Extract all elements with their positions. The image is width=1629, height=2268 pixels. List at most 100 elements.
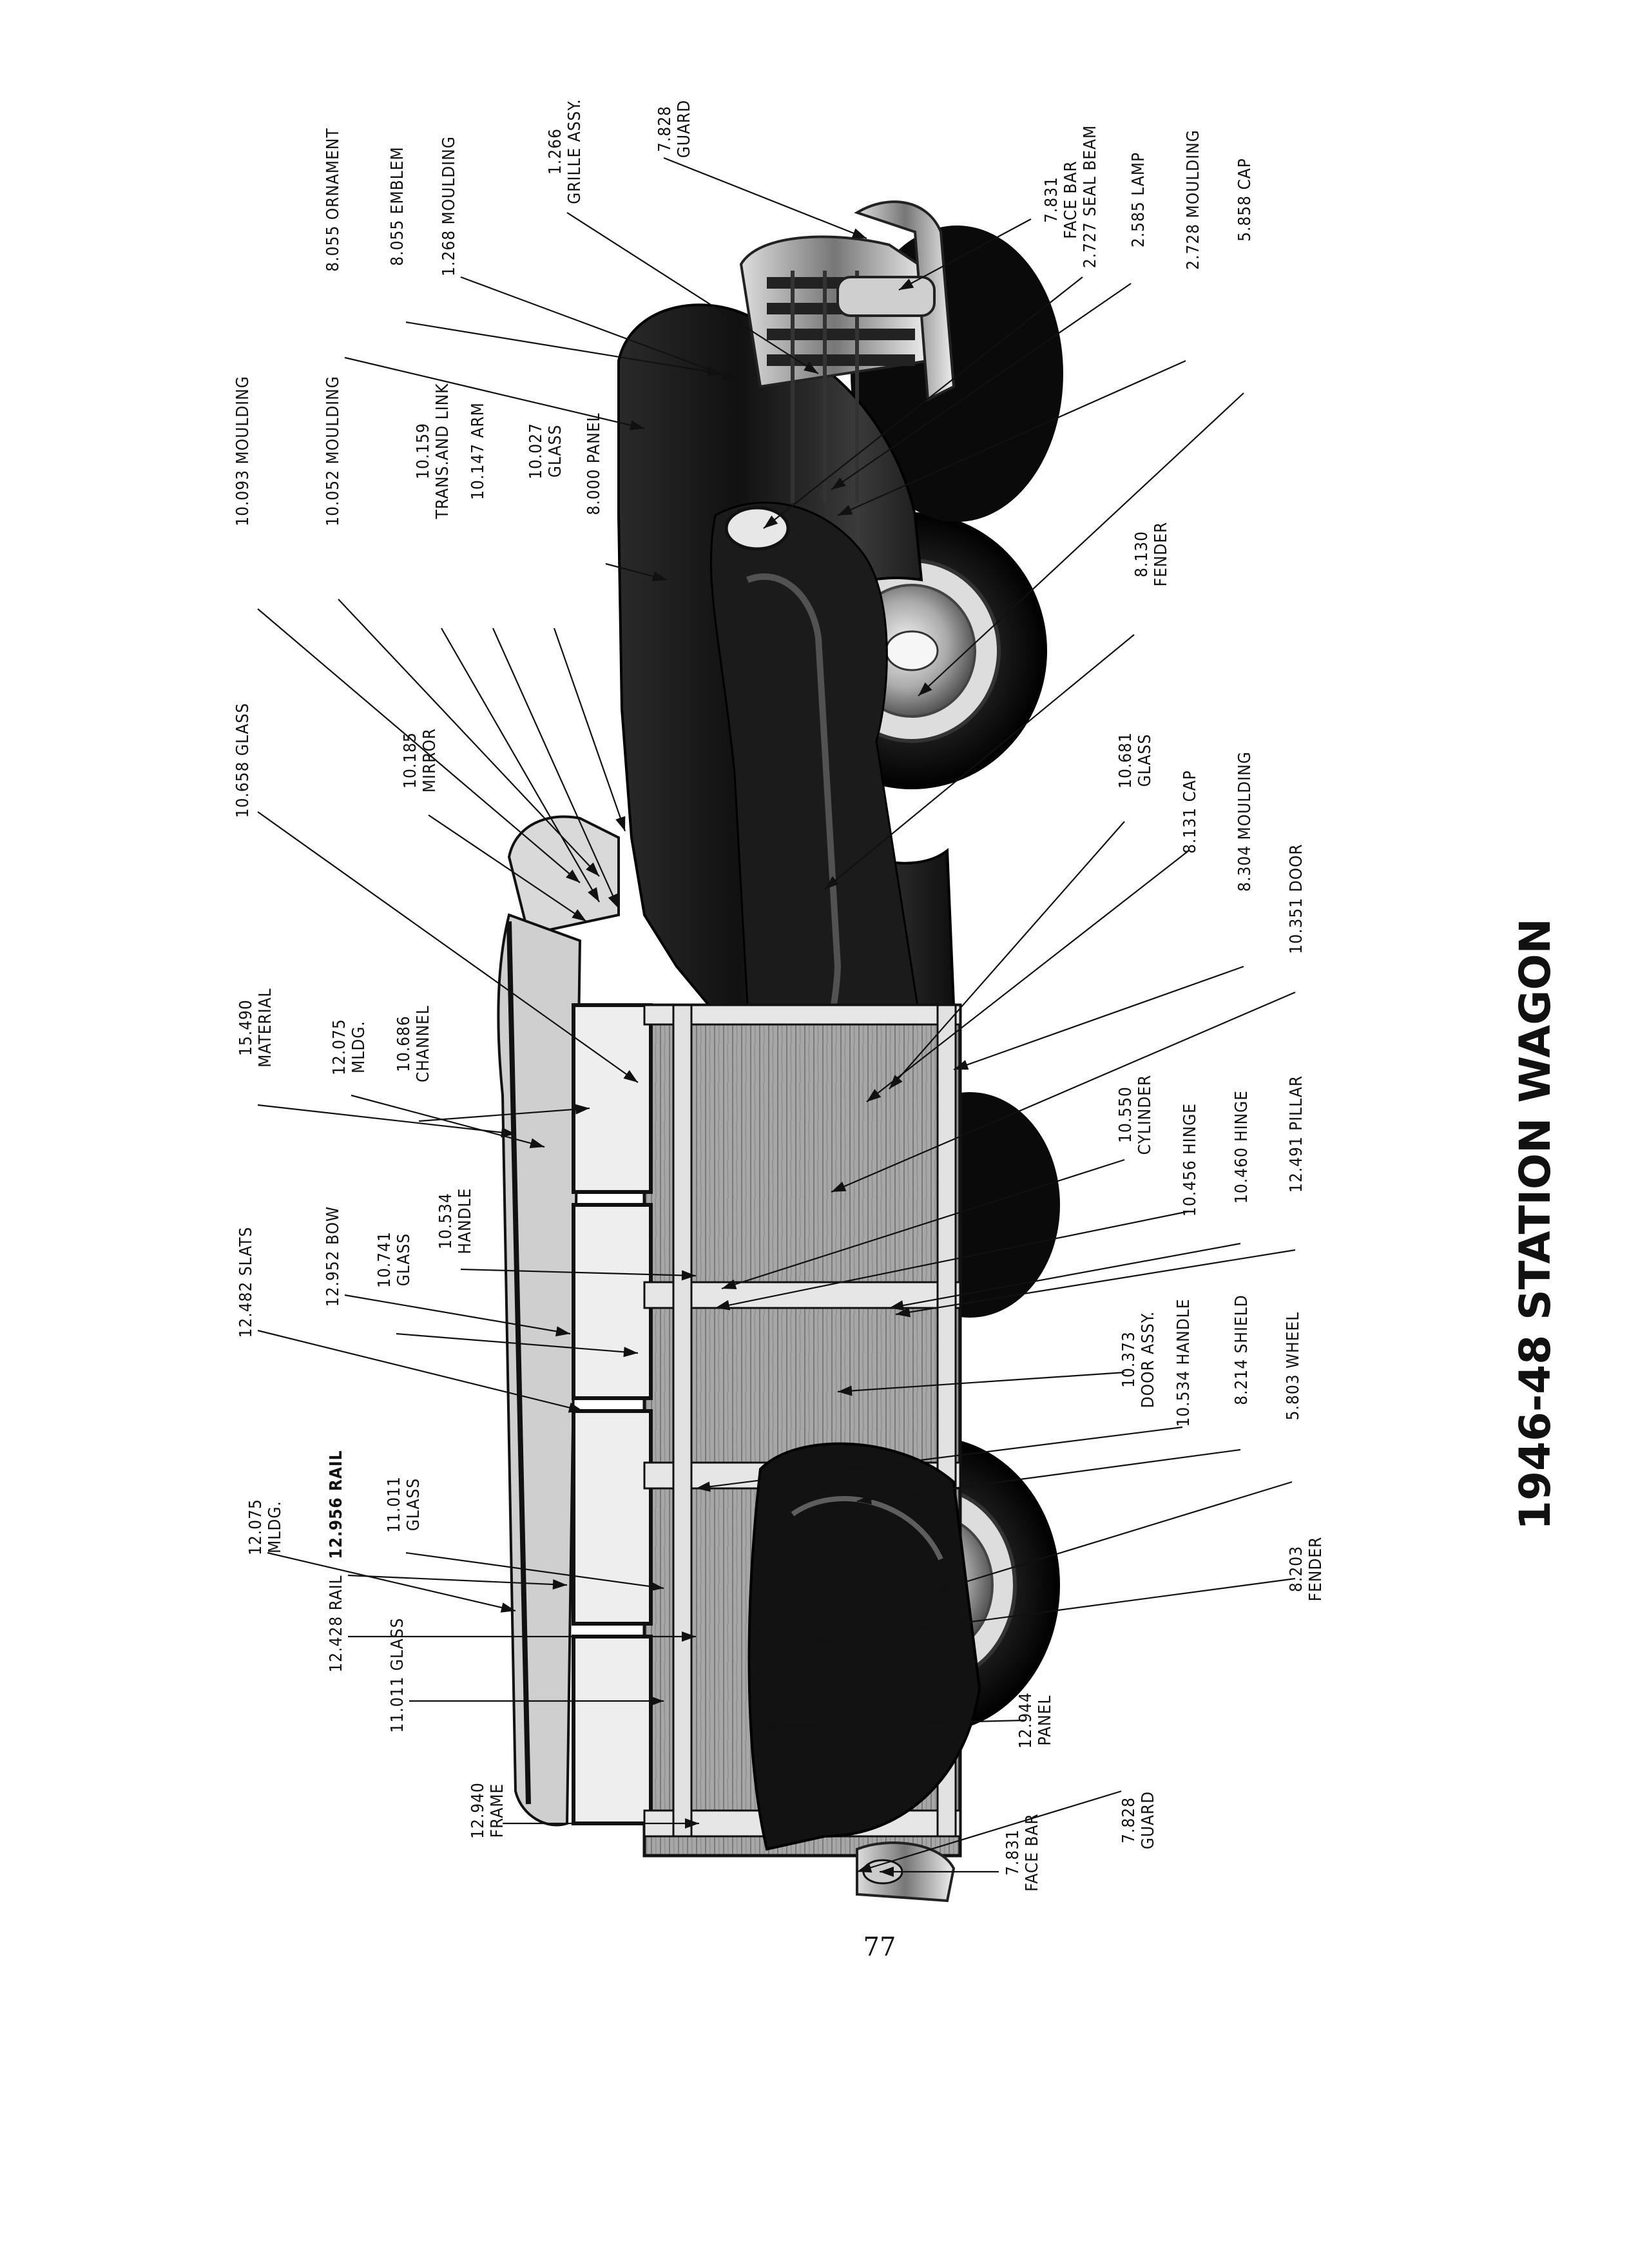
callout-c31: 12.952 BOW <box>323 1206 343 1307</box>
callout-label-line: FACE BAR <box>1061 160 1081 238</box>
callout-label-line: MLDG. <box>265 1501 285 1553</box>
callout-label-line: FENDER <box>1152 522 1171 587</box>
arrowhead-c24 <box>501 1127 516 1138</box>
arrowhead-c14 <box>608 893 619 908</box>
callout-label-line: 10.686 <box>394 1015 414 1072</box>
leader-line-c2 <box>566 212 819 374</box>
arrowhead-c27 <box>722 1279 737 1289</box>
callout-c5: 2.585 LAMP <box>1129 152 1148 247</box>
arrowhead-c8 <box>629 420 644 430</box>
callout-label-line: GLASS <box>394 1233 414 1286</box>
callout-label-line: 7.828 <box>1119 1797 1139 1843</box>
leader-line-c30 <box>895 1249 1296 1316</box>
leader-line-c36 <box>695 1426 1183 1490</box>
callout-label-line: 8.055 ORNAMENT <box>323 128 343 271</box>
leader-line-c35 <box>837 1371 1125 1393</box>
arrowhead-c44 <box>812 1636 827 1647</box>
leader-line-c20 <box>889 821 1125 1090</box>
leader-line-c17 <box>824 634 1135 890</box>
callout-label-line: 2.585 LAMP <box>1129 152 1148 247</box>
leader-line-c14 <box>492 628 620 909</box>
leader-line-c31 <box>344 1294 571 1335</box>
leader-line-c7 <box>405 321 722 375</box>
callout-label-line: 11.011 <box>385 1476 404 1533</box>
callout-label-line: 10.741 <box>375 1231 394 1288</box>
callout-label-line: GLASS <box>1135 734 1155 787</box>
callout-c18: 10.658 GLASS <box>233 703 253 818</box>
callout-label-line: FENDER <box>1306 1537 1325 1602</box>
leader-line-c37 <box>856 1448 1241 1503</box>
callout-label-line: 7.828 <box>655 106 675 152</box>
arrowhead-c32 <box>623 1347 638 1358</box>
callout-label-line: 10.681 <box>1116 732 1135 789</box>
callout-c22: 8.304 MOULDING <box>1235 751 1255 892</box>
callout-label-line: 10.534 HANDLE <box>1174 1298 1193 1427</box>
arrowhead-c6 <box>722 370 738 380</box>
callout-label-line: 10.456 HINGE <box>1181 1103 1200 1216</box>
callout-label-line: 5.858 CAP <box>1235 158 1255 242</box>
leader-line-c40 <box>347 1574 568 1586</box>
arrowhead-c43 <box>650 1696 664 1706</box>
callout-c9: 2.728 MOULDING <box>1184 130 1203 270</box>
callout-c28: 10.456 HINGE <box>1181 1103 1200 1216</box>
arrowhead-c17 <box>825 876 840 889</box>
arrowhead-c39 <box>500 1602 516 1613</box>
callout-c6: 1.268 MOULDING <box>439 136 459 276</box>
callout-label-line: CHANNEL <box>414 1005 433 1082</box>
callout-c7: 8.055 EMBLEM <box>388 146 407 265</box>
callout-label-line: 10.460 HINGE <box>1232 1090 1251 1204</box>
arrowhead-c4 <box>764 515 778 528</box>
arrowhead-c5 <box>831 477 846 490</box>
callout-c40: 12.956 RAIL <box>327 1450 346 1559</box>
arrowhead-c21 <box>867 1089 882 1102</box>
callout-label-line: 8.000 PANEL <box>584 412 604 515</box>
leader-line-c44 <box>811 1577 1296 1644</box>
callout-label-line: 1.268 MOULDING <box>439 136 459 276</box>
callout-label-line: 10.027 <box>526 423 546 479</box>
leader-line-c23 <box>831 991 1296 1193</box>
callout-label-line: 10.093 MOULDING <box>233 376 253 526</box>
leader-line-c4 <box>763 276 1083 529</box>
leader-line-c13 <box>441 628 600 903</box>
callout-label-line: 10.658 GLASS <box>233 703 253 818</box>
leader-line-c10 <box>918 392 1244 697</box>
callout-label-line: GLASS <box>404 1478 423 1531</box>
leader-line-c18 <box>257 811 639 1083</box>
leader-line-c1 <box>663 157 867 240</box>
arrowhead-c23 <box>831 1181 847 1192</box>
callout-label-line: 8.214 SHIELD <box>1232 1294 1251 1405</box>
arrowhead-c46 <box>685 1818 699 1829</box>
leader-line-c27 <box>721 1158 1125 1290</box>
callout-c10: 5.858 CAP <box>1235 158 1255 242</box>
leader-line-c29 <box>889 1242 1241 1309</box>
arrowhead-c1 <box>851 228 867 238</box>
arrowhead-c2 <box>804 361 818 374</box>
arrowhead-c31 <box>555 1326 570 1337</box>
callout-label-line: 8.304 MOULDING <box>1235 751 1255 892</box>
arrowhead-c37 <box>857 1494 872 1504</box>
callout-label-line: GUARD <box>1139 1791 1158 1850</box>
callout-label-line: DOOR ASSY. <box>1139 1311 1158 1408</box>
leader-line-c3 <box>898 218 1032 291</box>
callout-label-line: 12.482 SLATS <box>236 1227 256 1338</box>
leader-line-c28 <box>715 1210 1190 1309</box>
callout-c16: 8.000 PANEL <box>584 412 604 515</box>
callout-c21: 8.131 CAP <box>1181 770 1200 854</box>
callout-label-line: GRILLE ASSY. <box>565 99 584 204</box>
